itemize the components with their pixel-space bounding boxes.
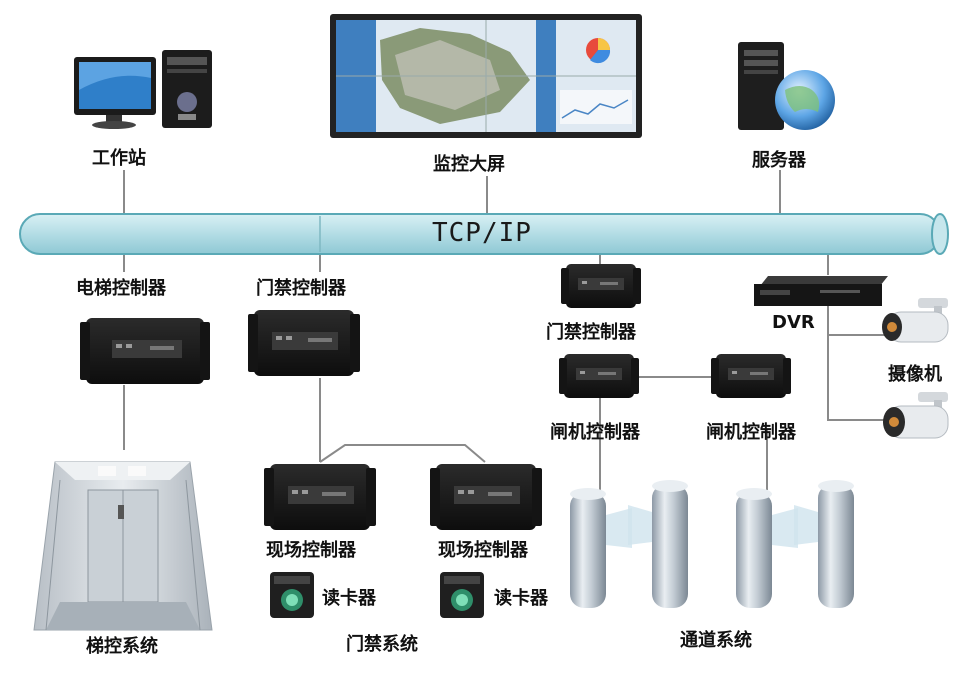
field-controller-right-device — [430, 464, 542, 530]
line-dvr-camera-low — [827, 305, 900, 421]
turnstile-left-image — [570, 480, 688, 608]
field-controller-left-device — [264, 464, 376, 530]
card-reader-left-device — [270, 572, 314, 618]
server-icon — [738, 42, 835, 130]
passage-access-controller-device — [561, 264, 641, 308]
gate-controller-right-label: 闸机控制器 — [706, 422, 796, 443]
access-controller-label: 门禁控制器 — [256, 278, 346, 299]
card-reader-right-label: 读卡器 — [494, 588, 548, 609]
screen-label: 监控大屏 — [433, 154, 505, 175]
access-controller-device — [248, 310, 360, 376]
gate-controller-left-device — [559, 354, 639, 398]
video-wall-icon — [330, 14, 642, 138]
camera-bottom-device — [883, 392, 949, 439]
card-reader-right-device — [440, 572, 484, 618]
passage-access-controller-label: 门禁控制器 — [546, 322, 636, 343]
elevator-controller-device — [80, 318, 210, 384]
field-controller-right-label: 现场控制器 — [438, 540, 528, 561]
elevator-controller-label: 电梯控制器 — [76, 278, 166, 299]
card-reader-left-label: 读卡器 — [322, 588, 376, 609]
elevator-system-label: 梯控系统 — [86, 636, 158, 657]
passage-system-label: 通道系统 — [680, 630, 752, 651]
camera-label: 摄像机 — [888, 364, 942, 385]
bus-label: TCP/IP — [432, 218, 532, 248]
access-system-label: 门禁系统 — [346, 634, 418, 655]
server-label: 服务器 — [752, 150, 806, 171]
tcpip-bus — [19, 213, 949, 255]
elevator-car-image — [33, 461, 213, 631]
gate-controller-left-label: 闸机控制器 — [550, 422, 640, 443]
gate-controller-right-device — [711, 354, 791, 398]
workstation-label: 工作站 — [92, 148, 146, 169]
dvr-device — [754, 276, 888, 306]
dvr-label: DVR — [772, 312, 815, 333]
field-controller-left-label: 现场控制器 — [266, 540, 356, 561]
workstation-icon — [74, 50, 212, 129]
turnstile-right-image — [736, 480, 854, 608]
camera-top-device — [882, 298, 949, 343]
line-field-link — [319, 444, 486, 463]
